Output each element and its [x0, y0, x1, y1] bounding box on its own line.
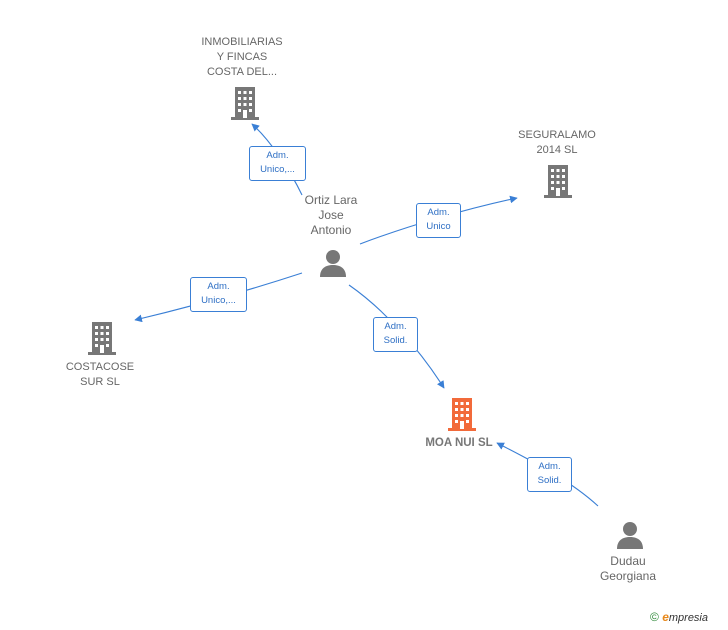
edge-label-ortiz-inmobiliarias[interactable]: Adm. Unico,... [249, 146, 306, 181]
edge-role: Adm. [266, 150, 289, 161]
person-label-ortiz[interactable]: Ortiz Lara Jose Antonio [304, 193, 358, 237]
edge-role: Adm. [207, 281, 230, 292]
edge-role-detail: Unico,... [201, 295, 236, 306]
building-icon[interactable] [446, 396, 478, 432]
edge-label-ortiz-seguralamo[interactable]: Adm. Unico [416, 203, 461, 238]
building-icon[interactable] [86, 320, 118, 356]
brand-e: e [662, 610, 669, 624]
company-label-costacose[interactable]: COSTACOSE SUR SL [65, 361, 135, 388]
edge-label-dudau-moa[interactable]: Adm. Solid. [527, 457, 572, 492]
brand-logo: © empresia [650, 610, 708, 624]
edge-role-detail: Solid. [537, 475, 562, 486]
person-label-dudau[interactable]: Dudau Georgiana [599, 554, 657, 583]
edge-label-ortiz-costacose[interactable]: Adm. Unico,... [190, 277, 247, 312]
edge-label-ortiz-moa[interactable]: Adm. Solid. [373, 317, 418, 352]
building-icon[interactable] [229, 85, 261, 121]
person-icon[interactable] [318, 248, 348, 278]
edge-role-detail: Solid. [383, 335, 408, 346]
company-label-seguralamo[interactable]: SEGURALAMO 2014 SL [518, 129, 596, 156]
company-label-moa-nui[interactable]: MOA NUI SL [425, 437, 493, 449]
company-label-inmobiliarias[interactable]: INMOBILIARIAS Y FINCAS COSTA DEL... [201, 36, 283, 78]
edge-role-detail: Unico,... [260, 164, 295, 175]
person-icon[interactable] [615, 520, 645, 550]
copyright-icon: © [650, 610, 659, 624]
brand-name: mpresia [668, 612, 708, 624]
edge-role-detail: Unico [426, 221, 451, 232]
edge-role: Adm. [538, 461, 561, 472]
edge-role: Adm. [384, 321, 407, 332]
building-icon[interactable] [542, 163, 574, 199]
edge-role: Adm. [427, 207, 450, 218]
